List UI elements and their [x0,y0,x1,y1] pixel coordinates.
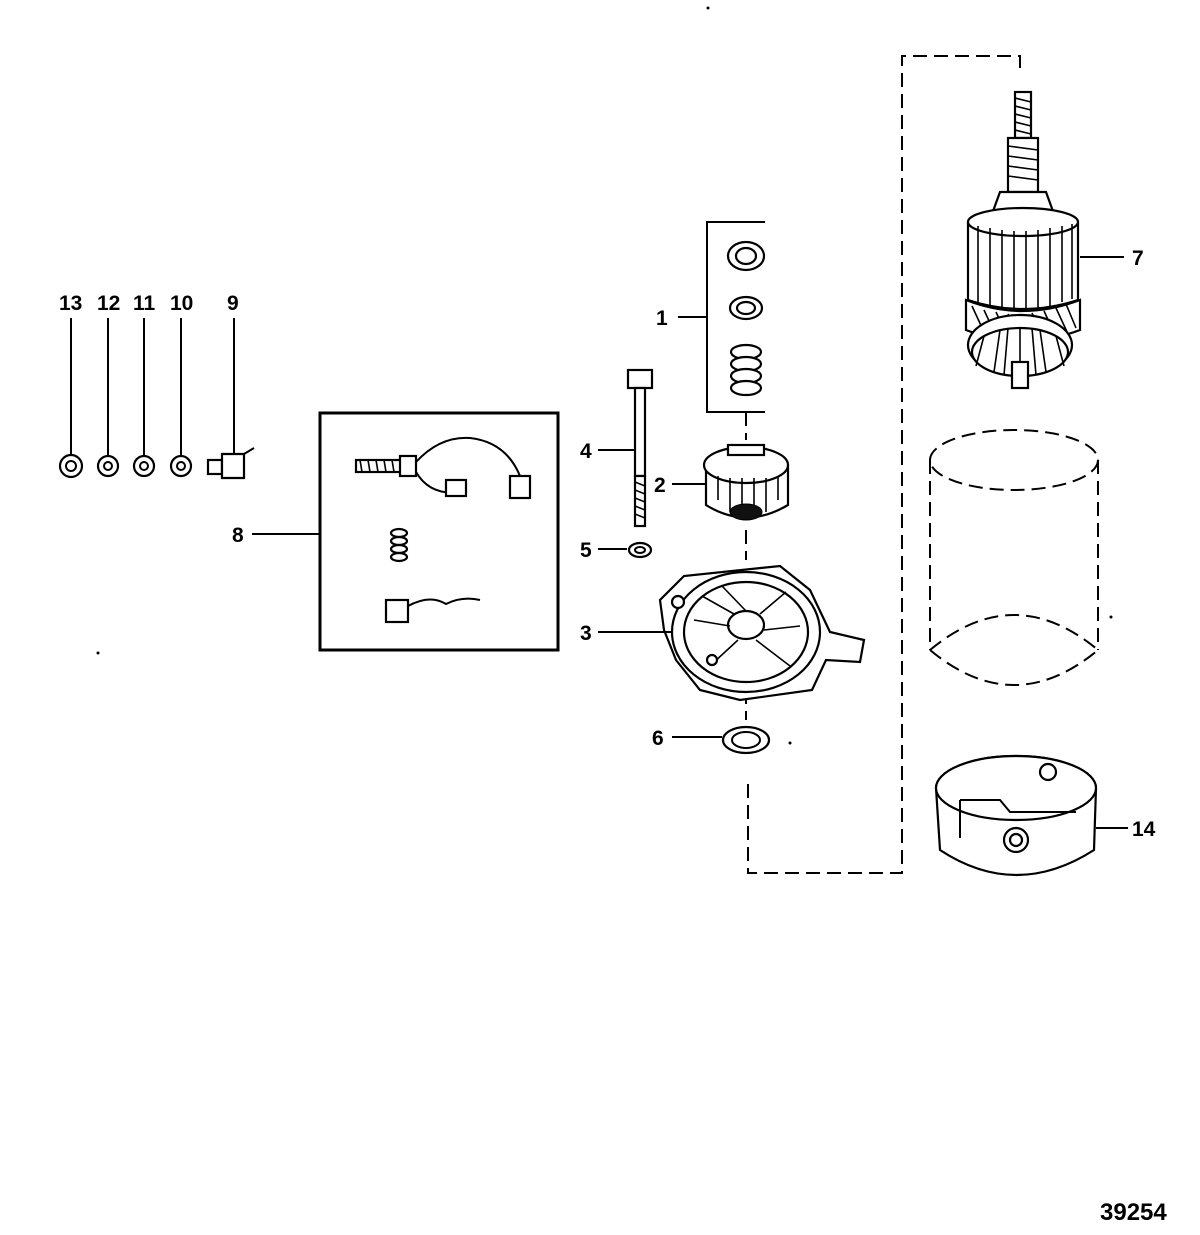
figure-number: 39254 [1100,1199,1167,1226]
washer-part [627,541,653,559]
end-cap-part [934,754,1098,877]
speck [788,741,792,745]
bushing-part [721,725,771,755]
nut-10-part [169,454,193,478]
callout-13: 13 [59,292,82,315]
callout-4: 4 [580,440,592,463]
drive-pinion-part [702,443,790,521]
callout-11: 11 [133,292,156,315]
assembly-dashed-frame [747,55,1021,874]
field-frame-outline [929,429,1099,686]
hardware-kit-parts [726,240,766,397]
speck [96,651,100,655]
through-bolt-part [626,368,654,528]
callout-9: 9 [227,292,239,315]
washer-11-part [132,454,156,478]
terminal-clip-part [206,447,255,480]
nut-13-part [58,453,84,479]
callout-8: 8 [232,524,244,547]
brush-kit-box [318,411,560,652]
callout-6: 6 [652,727,664,750]
callout-5: 5 [580,539,592,562]
lockwasher-12-part [96,454,120,478]
callout-7: 7 [1132,247,1144,270]
drive-end-head-part [658,564,866,702]
callout-12: 12 [97,292,120,315]
callout-1: 1 [656,307,668,330]
callout-2: 2 [654,474,666,497]
speck [706,6,710,10]
armature-part [964,90,1082,390]
brush-kit-parts [354,436,532,624]
speck [1109,615,1113,619]
callout-3: 3 [580,622,592,645]
callout-14: 14 [1132,818,1156,841]
callout-10: 10 [170,292,193,315]
